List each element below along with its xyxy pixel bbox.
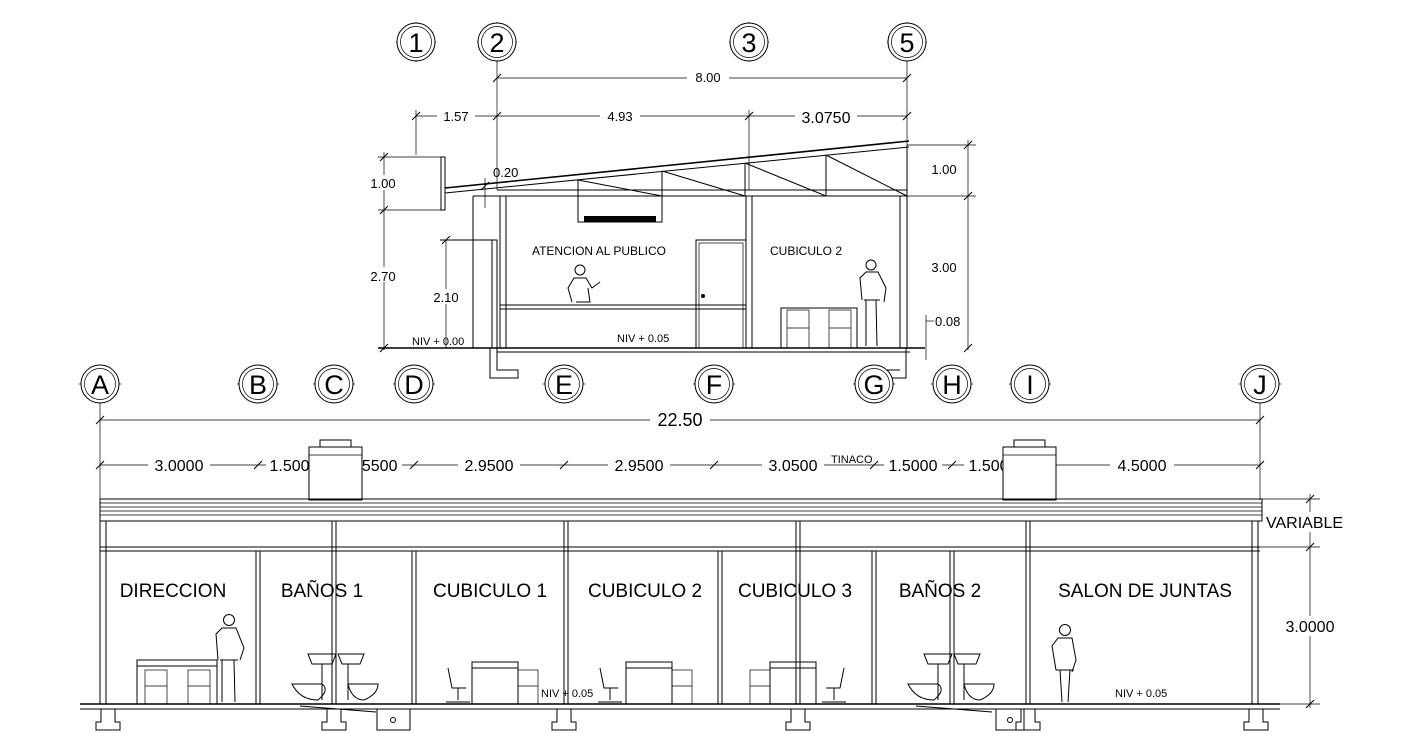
upper-grid-label-2: 2 [489,28,504,58]
dim-overhang-text: 1.57 [443,109,468,124]
lower-roof [99,498,1263,552]
person-icon [567,264,601,303]
lower-grid-label-h: H [942,370,962,400]
dim-right-lower: VARIABLE 3.0000 [1260,494,1354,709]
room-banos-1: BAÑOS 1 [281,580,363,602]
upper-grid-axis-1: 1 [396,22,436,62]
water-tank [308,439,363,501]
lower-level-0: NIV + 0.05 [541,688,593,700]
upper-grid-label-5: 5 [899,28,914,58]
lower-grid-label-i: I [1026,370,1034,400]
dim-step-text: 0.08 [935,314,960,329]
dim-spans-row: 3.0000 1.5000 1.5500 2.9500 2.9500 3.050… [95,454,1265,475]
lower-grid: A B C D E F G H I J [79,364,1281,404]
cubicle-3-furniture [749,661,846,705]
lower-grid-label-c: C [324,370,344,400]
upper-grid-axis-5: 5 [887,22,927,62]
dim-span-7: 1.5000 [889,458,938,475]
dim-span-5: 2.9500 [615,458,664,475]
desk-with-chairs [136,659,218,705]
person-icon [1051,624,1077,703]
lower-grid-axis-f: F [693,364,735,404]
facade-sign: 1.00 2.70 [366,152,446,353]
lower-grid-label-b: B [249,370,267,400]
dim-interior-h-text: 3.00 [931,260,956,275]
person-icon [215,614,245,703]
room-banos-2: BAÑOS 2 [899,580,981,602]
dim-total-22-50: 22.50 [95,403,1265,500]
upper-room-atencion: ATENCION AL PUBLICO [532,244,666,258]
lower-grid-label-d: D [404,370,424,400]
lower-grid-label-e: E [555,370,573,400]
height-label: 3.0000 [1286,619,1335,636]
lower-grid-axis-h: H [931,364,973,404]
dim-eave: 0.20 [480,165,518,208]
lower-level-1: NIV + 0.05 [1115,688,1167,700]
cubicle-1-furniture [446,661,539,705]
dim-span-6: 3.0500 [769,458,818,475]
lower-grid-axis-g: G [853,364,895,404]
lower-grid-label-f: F [706,370,723,400]
dim-sign-h-text: 1.00 [370,176,395,191]
lower-grid-label-a: A [91,370,109,400]
dim-wall-h-text: 2.70 [370,269,395,284]
upper-floor: NIV + 0.00 NIV + 0.05 [378,333,925,379]
dim-total-8: 8.00 [492,70,912,85]
person-icon [859,259,887,347]
washbasin-icon [907,653,995,713]
dim-roof-rise-text: 1.00 [931,162,956,177]
water-tank [1002,439,1057,501]
upper-section: 1 2 3 5 8.00 [366,22,976,379]
lower-room-labels: DIRECCION BAÑOS 1 CUBICULO 1 CUBICULO 2 … [120,580,1232,602]
lower-floor: NIV + 0.05 NIV + 0.05 [80,688,1280,731]
dim-eave-text: 0.20 [493,165,518,180]
dim-row-upper: 1.57 4.93 3.0750 [411,106,912,190]
upper-grid-axis-2: 2 [477,22,517,62]
dim-span-2: 1.5000 [270,458,319,475]
lower-grid-label-g: G [863,370,884,400]
upper-grid-label-3: 3 [741,28,756,58]
dim-total-22-50-text: 22.50 [657,410,702,430]
tank-label: TINACO [831,454,873,466]
upper-level-1: NIV + 0.05 [617,333,669,345]
lower-grid-axis-c: C [313,364,355,404]
dim-door-h-text: 2.10 [433,290,458,305]
upper-furniture [780,307,858,349]
lower-grid-axis-j: J [1239,364,1281,404]
sloped-roof [444,140,910,223]
room-direccion: DIRECCION [120,581,227,602]
cubicle-2-furniture [598,661,693,705]
dim-span-9: 4.5000 [1118,458,1167,475]
lower-grid-axis-d: D [393,364,435,404]
room-salon-juntas: SALON DE JUNTAS [1058,581,1232,602]
lower-grid-axis-e: E [543,364,585,404]
upper-walls: 2.10 [428,195,908,349]
lower-grid-axis-b: B [237,364,279,404]
lower-grid-label-j: J [1253,370,1267,400]
upper-level-0: NIV + 0.00 [412,336,464,348]
dim-span-a-text: 4.93 [607,109,632,124]
room-cubiculo-1: CUBICULO 1 [433,581,547,602]
dim-right-upper: 1.00 3.00 0.08 [907,140,976,360]
dim-total-8-text: 8.00 [695,70,720,85]
parapet-label: VARIABLE [1266,515,1343,532]
dim-span-1: 3.0000 [155,458,204,475]
room-cubiculo-3: CUBICULO 3 [738,581,852,602]
upper-room-cubiculo2: CUBICULO 2 [770,244,842,258]
upper-grid-label-1: 1 [408,28,423,58]
upper-grid-axis-3: 3 [729,22,769,62]
dim-span-b-text: 3.0750 [802,110,851,127]
washbasin-icon [291,653,379,713]
lower-walls [99,521,1259,704]
lower-section: A B C D E F G H I J 22.50 [79,364,1354,731]
room-cubiculo-2: CUBICULO 2 [588,581,702,602]
dim-span-4: 2.9500 [465,458,514,475]
lower-grid-axis-a: A [79,364,121,404]
lower-grid-axis-i: I [1009,364,1051,404]
